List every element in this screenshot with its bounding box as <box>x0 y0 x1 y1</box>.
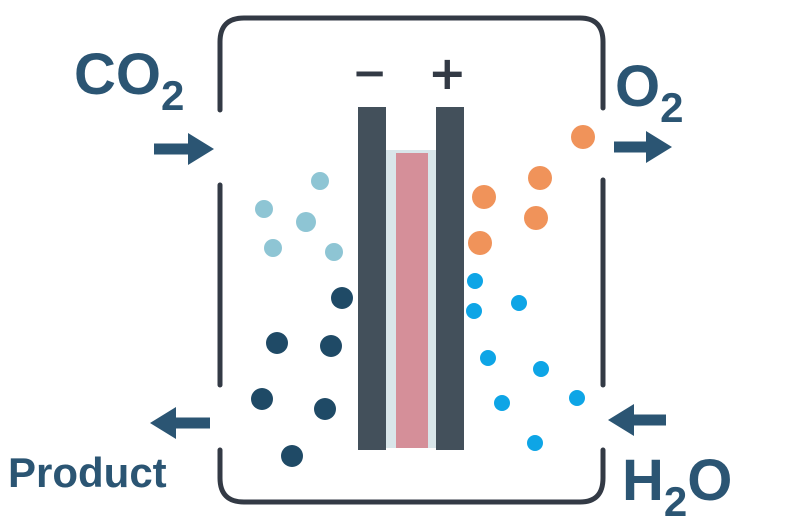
co2-inlet-arrow <box>154 133 214 165</box>
h2o-label-subscript: 2 <box>663 478 688 525</box>
product-molecule <box>266 332 288 354</box>
h2o-molecules <box>466 273 585 451</box>
h2o-molecule <box>466 303 482 319</box>
co2-label-subscript: 2 <box>161 72 185 119</box>
product-outlet-arrow <box>150 407 210 439</box>
anode-electrode <box>436 107 464 450</box>
o2-molecule <box>524 206 548 230</box>
o2-molecule <box>472 185 496 209</box>
co2-molecule <box>311 172 329 190</box>
h2o-label-h: H <box>622 448 664 513</box>
h2o-label-o: O <box>687 448 733 513</box>
anode-sign: + <box>428 46 467 100</box>
co2-label: CO2 <box>74 46 184 117</box>
product-molecule <box>251 388 273 410</box>
co2-molecule <box>296 212 316 232</box>
h2o-label: H2O <box>622 452 732 523</box>
co2-molecules <box>255 172 343 261</box>
h2o-inlet-arrow <box>608 404 666 436</box>
cathode-electrode <box>358 107 386 450</box>
h2o-molecule <box>467 273 483 289</box>
product-molecule <box>281 445 303 467</box>
product-label: Product <box>8 449 167 496</box>
h2o-molecule <box>533 361 549 377</box>
product-molecules <box>251 287 353 467</box>
cathode-sign: − <box>352 48 388 97</box>
h2o-molecule <box>527 435 543 451</box>
co2-label-main: CO <box>74 42 161 107</box>
o2-outlet-arrow <box>614 131 672 163</box>
frame-bottom-path <box>217 447 606 505</box>
flow-arrows <box>150 131 672 439</box>
co2-molecule <box>255 200 273 218</box>
h2o-molecule <box>494 395 510 411</box>
o2-molecule <box>468 231 492 255</box>
co2-molecule <box>264 239 282 257</box>
o2-molecules <box>468 125 595 255</box>
cell-frame <box>217 15 606 505</box>
o2-label: O2 <box>615 58 683 129</box>
o2-label-main: O <box>615 54 661 119</box>
membrane <box>396 153 428 448</box>
o2-label-subscript: 2 <box>660 84 684 131</box>
h2o-molecule <box>569 390 585 406</box>
product-molecule <box>331 287 353 309</box>
product-molecule <box>320 335 342 357</box>
h2o-molecule <box>480 350 496 366</box>
h2o-molecule <box>511 295 527 311</box>
o2-molecule <box>528 166 552 190</box>
frame-top-left-path <box>217 15 606 113</box>
co2-molecule <box>325 243 343 261</box>
o2-molecule <box>571 125 595 149</box>
product-molecule <box>314 398 336 420</box>
